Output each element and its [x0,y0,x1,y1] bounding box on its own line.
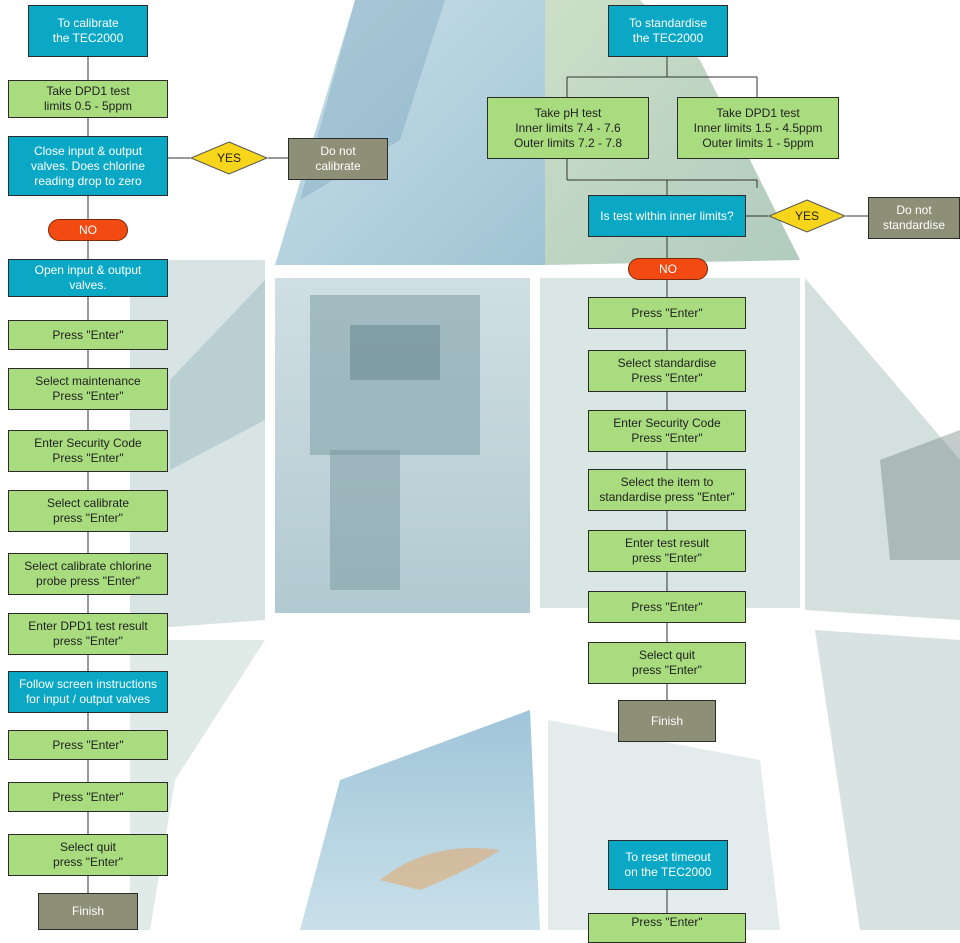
open-valves-step: Open input & output valves. [8,259,168,297]
yes-diamond-shape [190,141,268,175]
do-not-calibrate-box: Do not calibrate [288,138,388,180]
standardise-no-pill: NO [628,258,708,280]
follow-instructions-step: Follow screen instructions for input / o… [8,671,168,713]
do-not-standardise-box: Do not standardise [868,197,960,239]
ph-test-step: Take pH test Inner limits 7.4 - 7.6 Oute… [487,97,649,159]
enter-security-code-step: Enter Security Code Press "Enter" [588,410,746,452]
yes-label: YES [216,151,241,165]
press-enter-step: Press "Enter" [8,320,168,350]
press-enter-step: Press "Enter" [588,913,746,943]
press-enter-step: Press "Enter" [588,591,746,623]
yes-label: YES [794,209,819,223]
standardise-start-box: To standardise the TEC2000 [608,5,728,57]
select-item-step: Select the item to standardise press "En… [588,469,746,511]
press-enter-step: Press "Enter" [588,297,746,329]
within-limits-question: Is test within inner limits? [588,195,746,237]
enter-security-code-step: Enter Security Code Press "Enter" [8,430,168,472]
select-standardise-step: Select standardise Press "Enter" [588,350,746,392]
enter-test-result-step: Enter test result press "Enter" [588,530,746,572]
select-quit-step: Select quit press "Enter" [8,834,168,876]
press-enter-step: Press "Enter" [8,730,168,760]
dpd1-test-step: Take DPD1 test limits 0.5 - 5ppm [8,80,168,118]
calibrate-start-box: To calibrate the TEC2000 [28,5,148,57]
select-quit-step: Select quit press "Enter" [588,642,746,684]
reset-timeout-start-box: To reset timeout on the TEC2000 [608,840,728,890]
calibrate-finish-box: Finish [38,893,138,930]
standardise-finish-box: Finish [618,700,716,742]
enter-dpd1-result-step: Enter DPD1 test result press "Enter" [8,613,168,655]
close-valves-question: Close input & output valves. Does chlori… [8,136,168,196]
press-enter-step: Press "Enter" [8,782,168,812]
select-calibrate-chlorine-step: Select calibrate chlorine probe press "E… [8,553,168,595]
select-maintenance-step: Select maintenance Press "Enter" [8,368,168,410]
calibrate-no-pill: NO [48,219,128,241]
dpd1-test-step: Take DPD1 test Inner limits 1.5 - 4.5ppm… [677,97,839,159]
select-calibrate-step: Select calibrate press "Enter" [8,490,168,532]
calibrate-yes-decision: YES [190,141,268,175]
yes-diamond-shape [768,199,846,233]
standardise-yes-decision: YES [768,199,846,233]
